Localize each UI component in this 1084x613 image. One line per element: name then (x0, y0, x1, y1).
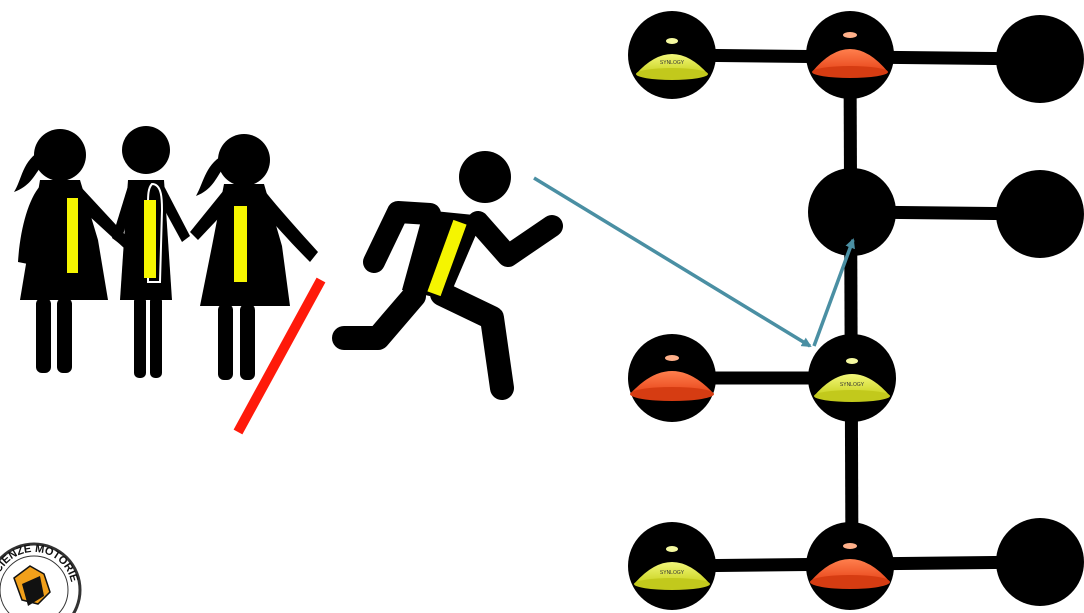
bib (427, 219, 467, 297)
bib (67, 198, 78, 273)
girl-right-figure (190, 134, 318, 380)
boy-middle-figure (112, 126, 190, 378)
node-r1c2 (806, 11, 894, 99)
node-r2c2 (808, 168, 896, 256)
connector-spine (843, 54, 859, 571)
waiting-group (14, 126, 318, 380)
node-r3c2: SYNLOGY (808, 334, 896, 422)
bib (144, 200, 156, 278)
node-r1c1: SYNLOGY (628, 11, 716, 99)
node-r4c3 (996, 518, 1084, 606)
yellow-cone-icon: SYNLOGY (634, 546, 710, 590)
yellow-cone-icon: SYNLOGY (636, 38, 708, 80)
start-line (233, 277, 326, 435)
arrow-cone-to-node (812, 238, 855, 347)
yellow-cone-icon: SYNLOGY (814, 358, 890, 402)
node-r2c3 (996, 170, 1084, 258)
runner-figure (332, 151, 563, 400)
node-r4c2 (806, 522, 894, 610)
grid-connectors (671, 48, 1041, 573)
movement-path (533, 176, 855, 348)
bib (234, 206, 247, 282)
node-r1c3 (996, 15, 1084, 103)
orange-cone-icon (810, 543, 890, 589)
orange-cone-icon (630, 355, 714, 401)
cone-brand: SYNLOGY (660, 60, 685, 66)
logo-scienze-motorie: SCIENZE MOTORIE (0, 542, 82, 613)
arrow-run-to-cone (533, 176, 812, 348)
node-r3c1 (628, 334, 716, 422)
cone-brand: SYNLOGY (660, 570, 685, 576)
node-r4c1: SYNLOGY (628, 522, 716, 610)
cone-brand: SYNLOGY (840, 382, 865, 388)
girl-left-figure (14, 129, 130, 373)
orange-cone-icon (812, 32, 888, 78)
